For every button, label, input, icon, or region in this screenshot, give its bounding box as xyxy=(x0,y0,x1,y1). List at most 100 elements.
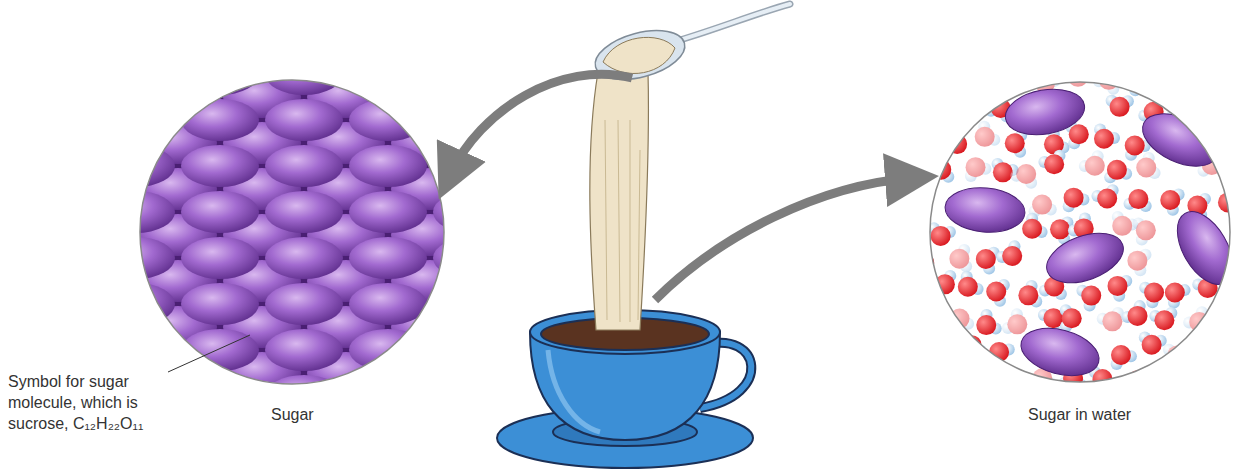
molecule-part xyxy=(986,282,1006,302)
molecule-part xyxy=(1094,129,1114,149)
water-molecule xyxy=(1183,306,1209,332)
molecule-part xyxy=(1154,310,1174,330)
molecule-part xyxy=(1225,279,1243,299)
water-molecule xyxy=(949,244,972,272)
water-molecule xyxy=(1018,280,1042,308)
molecule-part xyxy=(1111,345,1131,365)
molecule-part xyxy=(1125,135,1145,155)
water-molecule xyxy=(1094,124,1120,149)
water-molecule xyxy=(1132,218,1155,246)
molecule-part xyxy=(1067,62,1079,74)
molecule-part xyxy=(906,200,918,212)
zoom-arrow xyxy=(655,178,912,300)
callout-label: Symbol for sugar molecule, which is sucr… xyxy=(8,372,198,434)
water-molecule xyxy=(1097,307,1124,331)
molecule-part xyxy=(1044,154,1064,174)
molecule-part xyxy=(976,249,996,269)
molecule-part xyxy=(958,346,970,358)
sugar-crystal-view xyxy=(130,70,460,400)
water-molecule xyxy=(1104,160,1132,183)
molecule-part xyxy=(976,315,996,335)
water-molecule xyxy=(906,187,932,213)
water-molecule xyxy=(946,309,974,331)
molecule-part xyxy=(935,274,955,294)
molecule-part xyxy=(1136,220,1156,240)
water-molecule xyxy=(1165,283,1191,309)
water-molecule xyxy=(1106,95,1134,117)
leader-line xyxy=(168,335,250,372)
water-molecule xyxy=(958,271,984,297)
water-molecule xyxy=(1149,307,1177,330)
molecule-part xyxy=(1093,382,1105,394)
molecule-part xyxy=(975,127,995,147)
molecule-shape xyxy=(1134,103,1225,177)
molecule-part xyxy=(1032,195,1052,215)
molecule-part xyxy=(1112,216,1132,236)
molecule-part xyxy=(1142,335,1162,355)
molecule-part xyxy=(946,319,958,331)
water-molecule xyxy=(1136,152,1160,179)
molecule-part xyxy=(1033,69,1045,81)
water-molecule xyxy=(1107,275,1132,302)
molecule-shape xyxy=(1002,83,1088,140)
water-molecule xyxy=(1091,184,1118,208)
water-molecule xyxy=(1063,188,1090,213)
molecule-part xyxy=(1097,189,1117,209)
water-molecule xyxy=(1079,150,1105,176)
molecule-part xyxy=(1169,95,1189,115)
molecule-part xyxy=(1167,345,1187,365)
molecule-part xyxy=(910,251,922,263)
water-molecule xyxy=(1127,368,1151,396)
molecule-part xyxy=(1002,75,1022,95)
water-molecule xyxy=(1060,304,1082,332)
water-molecule xyxy=(965,157,992,182)
molecule-part xyxy=(998,73,1010,85)
water-molecule xyxy=(1111,345,1137,370)
water-molecule xyxy=(1139,331,1167,354)
water-molecule xyxy=(1129,76,1157,99)
molecule-shape xyxy=(1016,320,1105,383)
molecule-part xyxy=(1107,160,1127,180)
molecule-part xyxy=(1085,156,1105,176)
molecule-part xyxy=(931,226,951,246)
water-molecule xyxy=(1122,300,1148,326)
molecule-part xyxy=(966,157,986,177)
molecule-part xyxy=(962,335,982,355)
molecule-part xyxy=(1144,282,1164,302)
molecule-shape xyxy=(1040,224,1130,293)
molecule-part xyxy=(1007,314,1027,334)
molecule-part xyxy=(1128,189,1148,209)
water-molecule xyxy=(1225,274,1243,302)
water-molecule xyxy=(1038,150,1065,174)
molecule-part xyxy=(1014,72,1026,84)
zoom-arrow xyxy=(450,74,632,175)
molecule-part xyxy=(949,249,969,269)
molecule-part xyxy=(1230,202,1242,214)
water-molecule xyxy=(996,240,1022,266)
molecule-part xyxy=(1107,276,1127,296)
molecule-part xyxy=(958,277,978,297)
coffee-cup xyxy=(497,310,753,468)
water-molecule xyxy=(928,222,956,246)
molecule-part xyxy=(911,193,931,213)
molecule-shape xyxy=(943,185,1027,236)
water-molecule xyxy=(1067,62,1094,87)
molecule-part xyxy=(1005,133,1025,153)
water-molecule xyxy=(1160,188,1184,215)
molecule-part xyxy=(1064,188,1084,208)
caption-label: Sugar in water xyxy=(1028,405,1131,426)
water-molecule xyxy=(998,72,1026,94)
molecule-part xyxy=(915,187,927,199)
molecule-part xyxy=(1127,251,1147,271)
water-molecule xyxy=(1127,249,1151,276)
molecule-part xyxy=(1022,219,1042,239)
molecule-part xyxy=(1233,274,1243,286)
molecule-part xyxy=(1110,97,1130,117)
molecule-shape xyxy=(1166,202,1243,293)
water-molecule xyxy=(910,251,934,279)
water-molecule xyxy=(1218,187,1242,214)
water-molecule xyxy=(975,121,1001,147)
molecule-part xyxy=(1165,283,1185,303)
molecule-part xyxy=(1002,246,1022,266)
